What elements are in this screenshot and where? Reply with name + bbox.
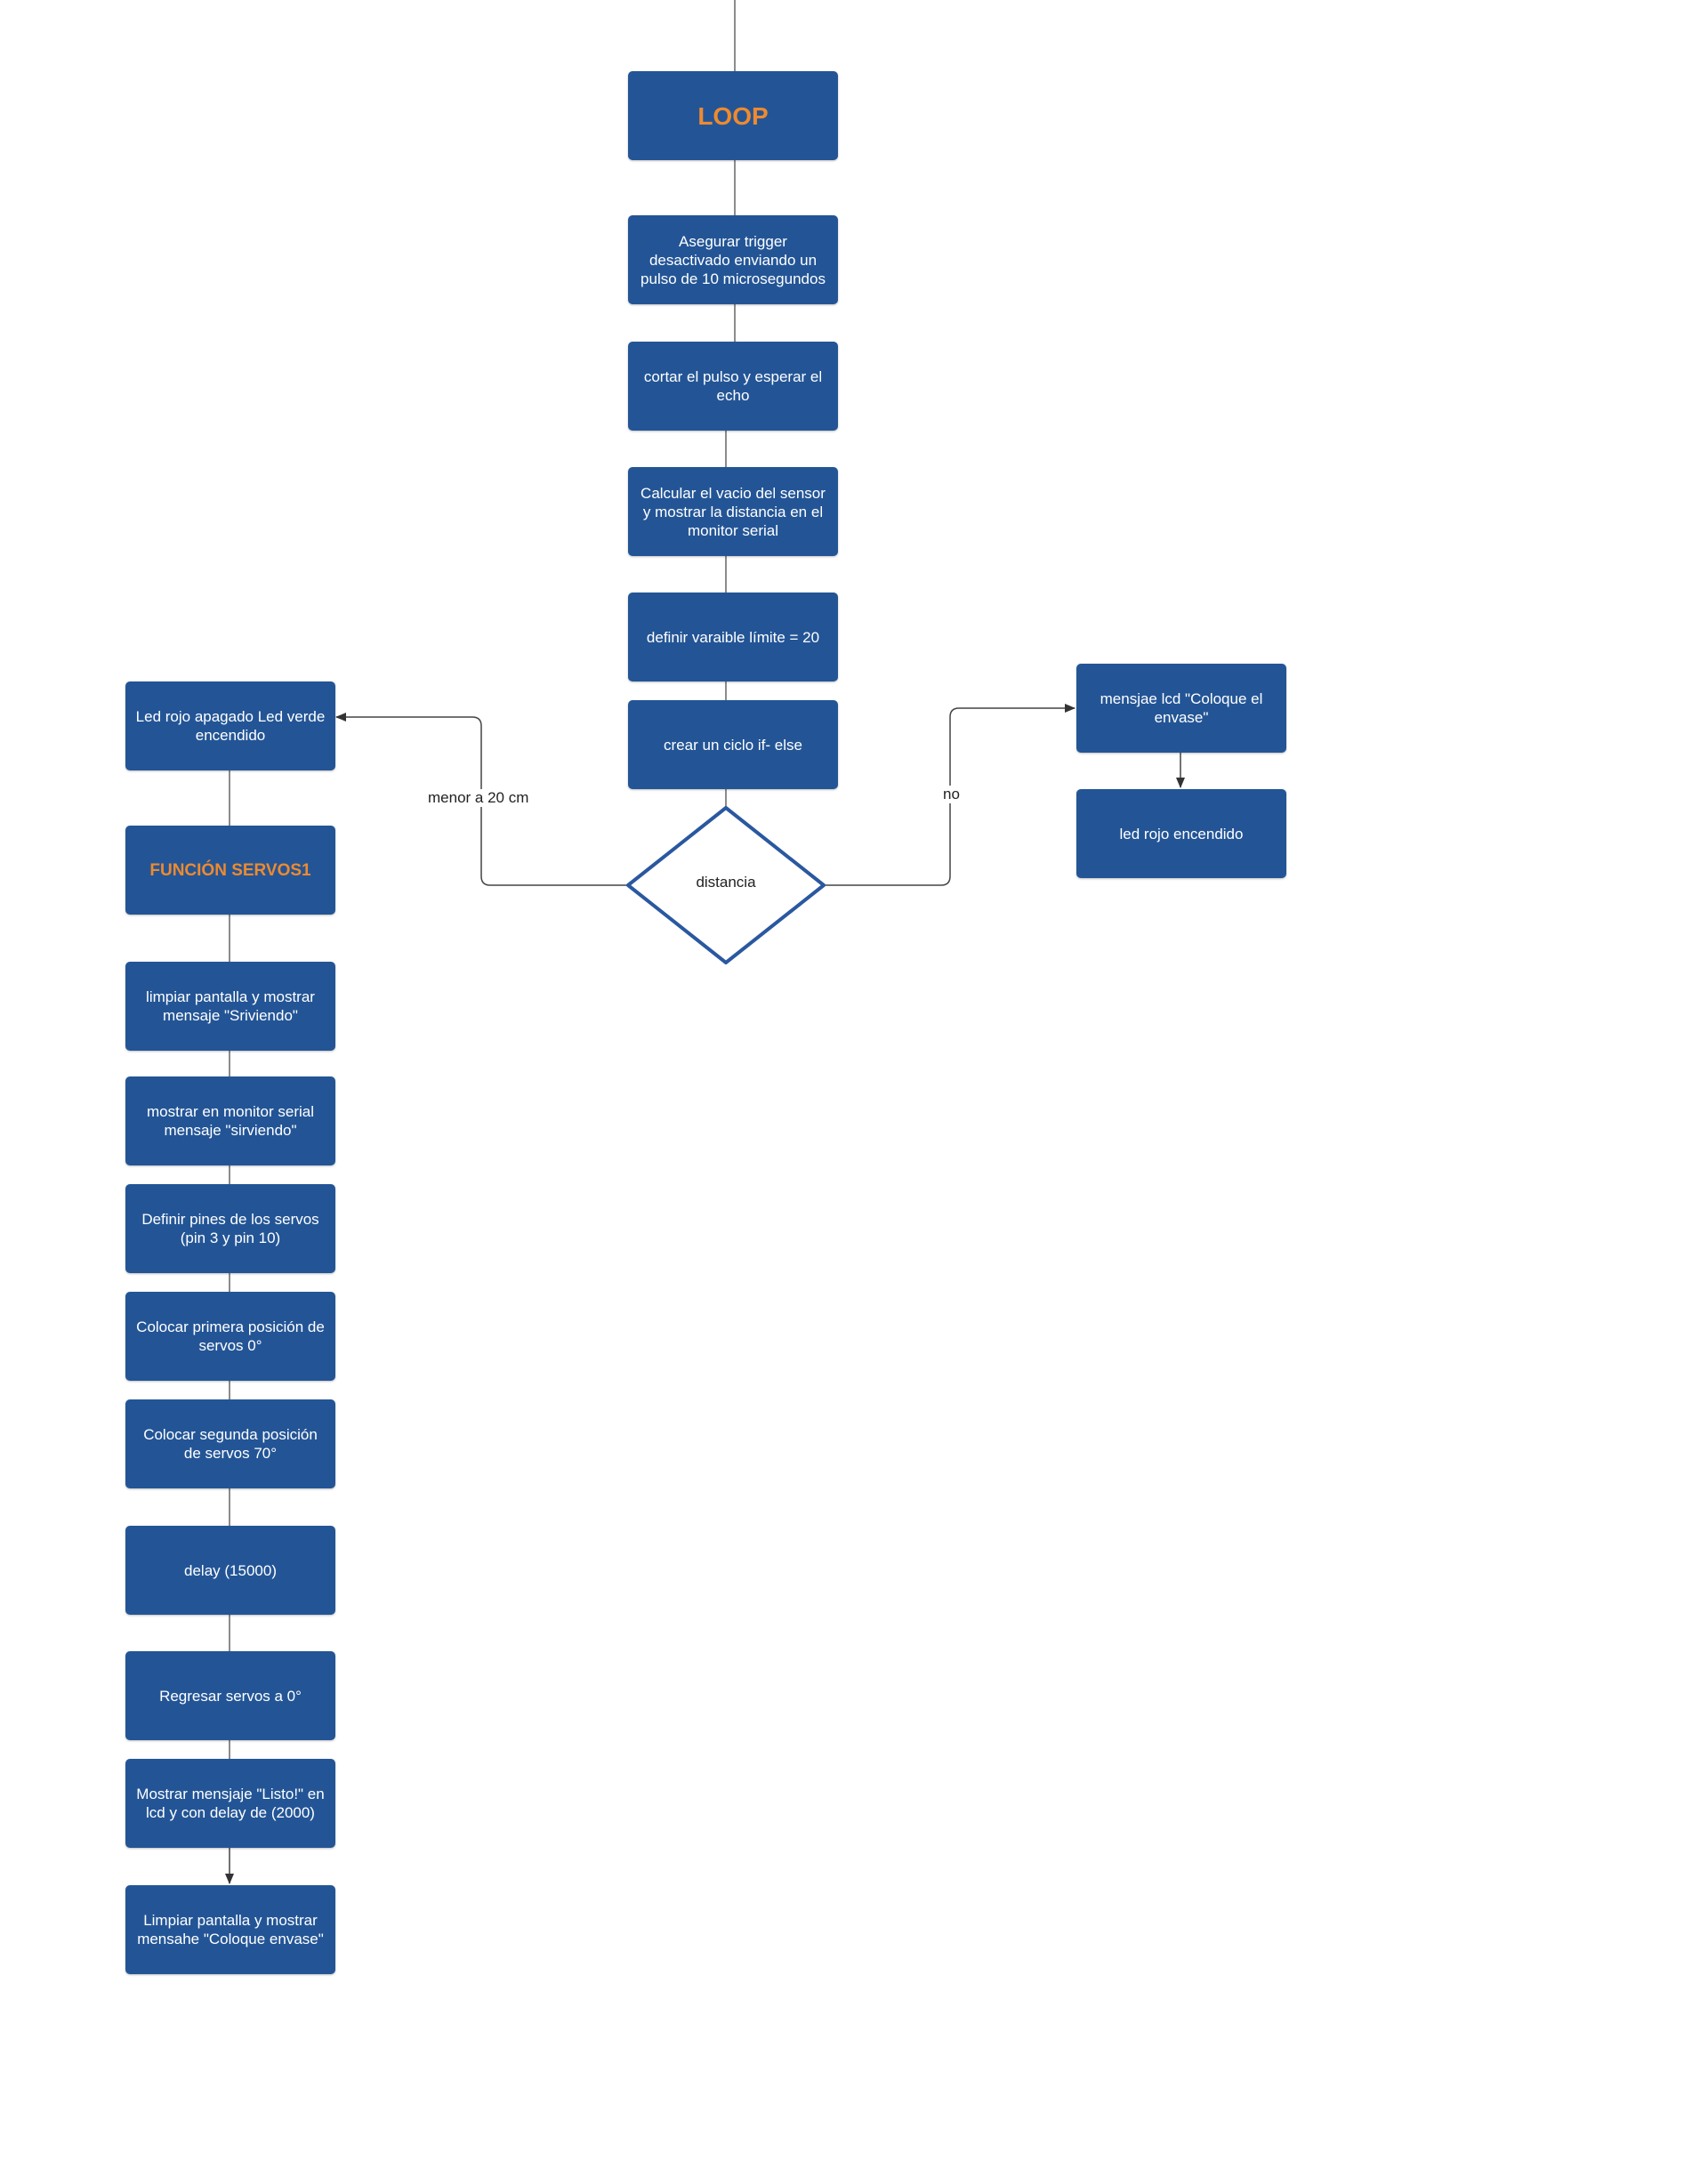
node-led-rojo-apagado: Led rojo apagado Led verde encendido bbox=[125, 681, 335, 770]
node-ciclo: crear un ciclo if- else bbox=[628, 700, 838, 789]
node-mensaje-listo: Mostrar mensjaje "Listo!" en lcd y con d… bbox=[125, 1759, 335, 1848]
decision-diamond bbox=[626, 806, 826, 964]
edge-label-no: no bbox=[941, 786, 962, 803]
node-limpiar-pantalla-2: Limpiar pantalla y mostrar mensahe "Colo… bbox=[125, 1885, 335, 1974]
node-limpiar-pantalla-1: limpiar pantalla y mostrar mensaje "Sriv… bbox=[125, 962, 335, 1051]
node-definir-pines: Definir pines de los servos (pin 3 y pin… bbox=[125, 1184, 335, 1273]
node-definir: definir varaible límite = 20 bbox=[628, 593, 838, 681]
node-posicion-2: Colocar segunda posición de servos 70° bbox=[125, 1399, 335, 1488]
node-cortar: cortar el pulso y esperar el echo bbox=[628, 342, 838, 431]
node-loop: LOOP bbox=[628, 71, 838, 160]
node-regresar-servos: Regresar servos a 0° bbox=[125, 1651, 335, 1740]
node-led-rojo: led rojo encendido bbox=[1076, 789, 1286, 878]
node-calcular: Calcular el vacio del sensor y mostrar l… bbox=[628, 467, 838, 556]
node-mensaje-lcd: mensjae lcd "Coloque el envase" bbox=[1076, 664, 1286, 753]
node-delay: delay (15000) bbox=[125, 1526, 335, 1615]
node-posicion-1: Colocar primera posición de servos 0° bbox=[125, 1292, 335, 1381]
edge-label-yes: menor a 20 cm bbox=[426, 789, 531, 807]
node-monitor-serial: mostrar en monitor serial mensaje "sirvi… bbox=[125, 1076, 335, 1165]
decision-label: distancia bbox=[696, 874, 756, 891]
node-trigger: Asegurar trigger desactivado enviando un… bbox=[628, 215, 838, 304]
node-funcion-servos: FUNCIÓN SERVOS1 bbox=[125, 826, 335, 915]
